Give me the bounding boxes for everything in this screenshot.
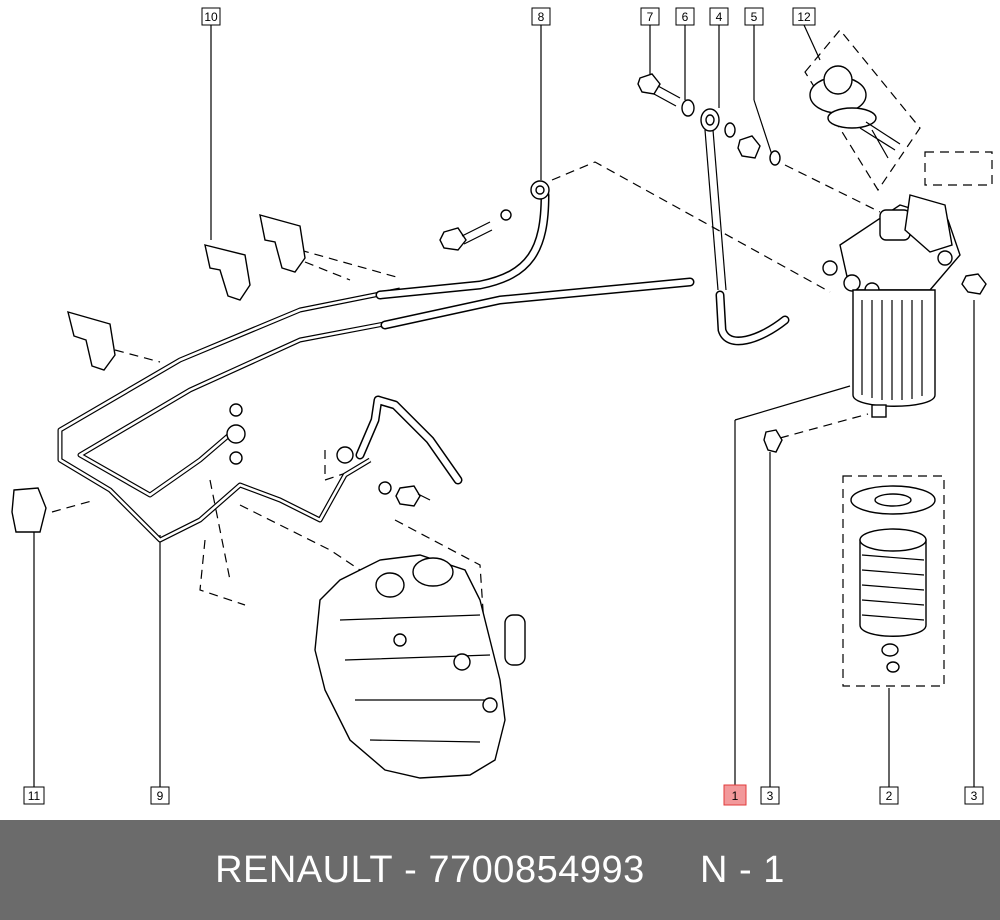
brand-separator: - — [393, 848, 429, 891]
bolts-and-washers — [226, 73, 987, 507]
diagram-position: N - 1 — [700, 848, 785, 891]
callout-7: 7 — [640, 7, 660, 26]
callout-3-left: 3 — [760, 786, 780, 805]
svg-text:3: 3 — [971, 789, 978, 803]
callout-8: 8 — [531, 7, 551, 26]
callout-5: 5 — [744, 7, 764, 26]
injection-pump — [314, 554, 526, 779]
flexible-hoses — [355, 190, 790, 485]
callout-1-highlighted[interactable]: 1 — [723, 784, 747, 806]
filter-primer-pump — [809, 65, 901, 159]
callout-2: 2 — [879, 786, 899, 805]
hose-clips — [11, 214, 306, 533]
svg-text:10: 10 — [204, 10, 218, 24]
svg-text:5: 5 — [751, 10, 758, 24]
fuel-filter-exploded-diagram: 10 8 7 6 4 5 12 11 9 1 3 2 — [11, 7, 993, 806]
svg-text:2: 2 — [886, 789, 893, 803]
svg-text:11: 11 — [28, 789, 41, 803]
callout-11: 11 — [23, 786, 45, 805]
part-reference-banner: RENAULT - 7700854993 N - 1 — [0, 820, 1000, 920]
fuel-filter-assembly — [822, 194, 961, 418]
part-number: 7700854993 — [428, 848, 645, 891]
svg-text:3: 3 — [767, 789, 774, 803]
svg-text:8: 8 — [538, 10, 545, 24]
callout-4: 4 — [709, 7, 729, 26]
assembly-guides — [51, 29, 993, 687]
fuel-pipes — [57, 287, 406, 543]
svg-text:9: 9 — [157, 789, 164, 803]
svg-text:1: 1 — [732, 789, 739, 803]
svg-text:7: 7 — [647, 10, 654, 24]
svg-text:4: 4 — [716, 10, 723, 24]
leader-lines — [33, 24, 975, 788]
callout-9: 9 — [150, 786, 170, 805]
brand-name: RENAULT — [215, 848, 394, 891]
banner-gap — [645, 849, 700, 892]
svg-text:12: 12 — [797, 10, 811, 24]
svg-text:6: 6 — [682, 10, 689, 24]
callout-6: 6 — [675, 7, 695, 26]
callout-12: 12 — [792, 7, 816, 26]
filter-cartridge — [850, 485, 936, 673]
callout-3-right: 3 — [964, 786, 984, 805]
callout-10: 10 — [201, 7, 221, 26]
